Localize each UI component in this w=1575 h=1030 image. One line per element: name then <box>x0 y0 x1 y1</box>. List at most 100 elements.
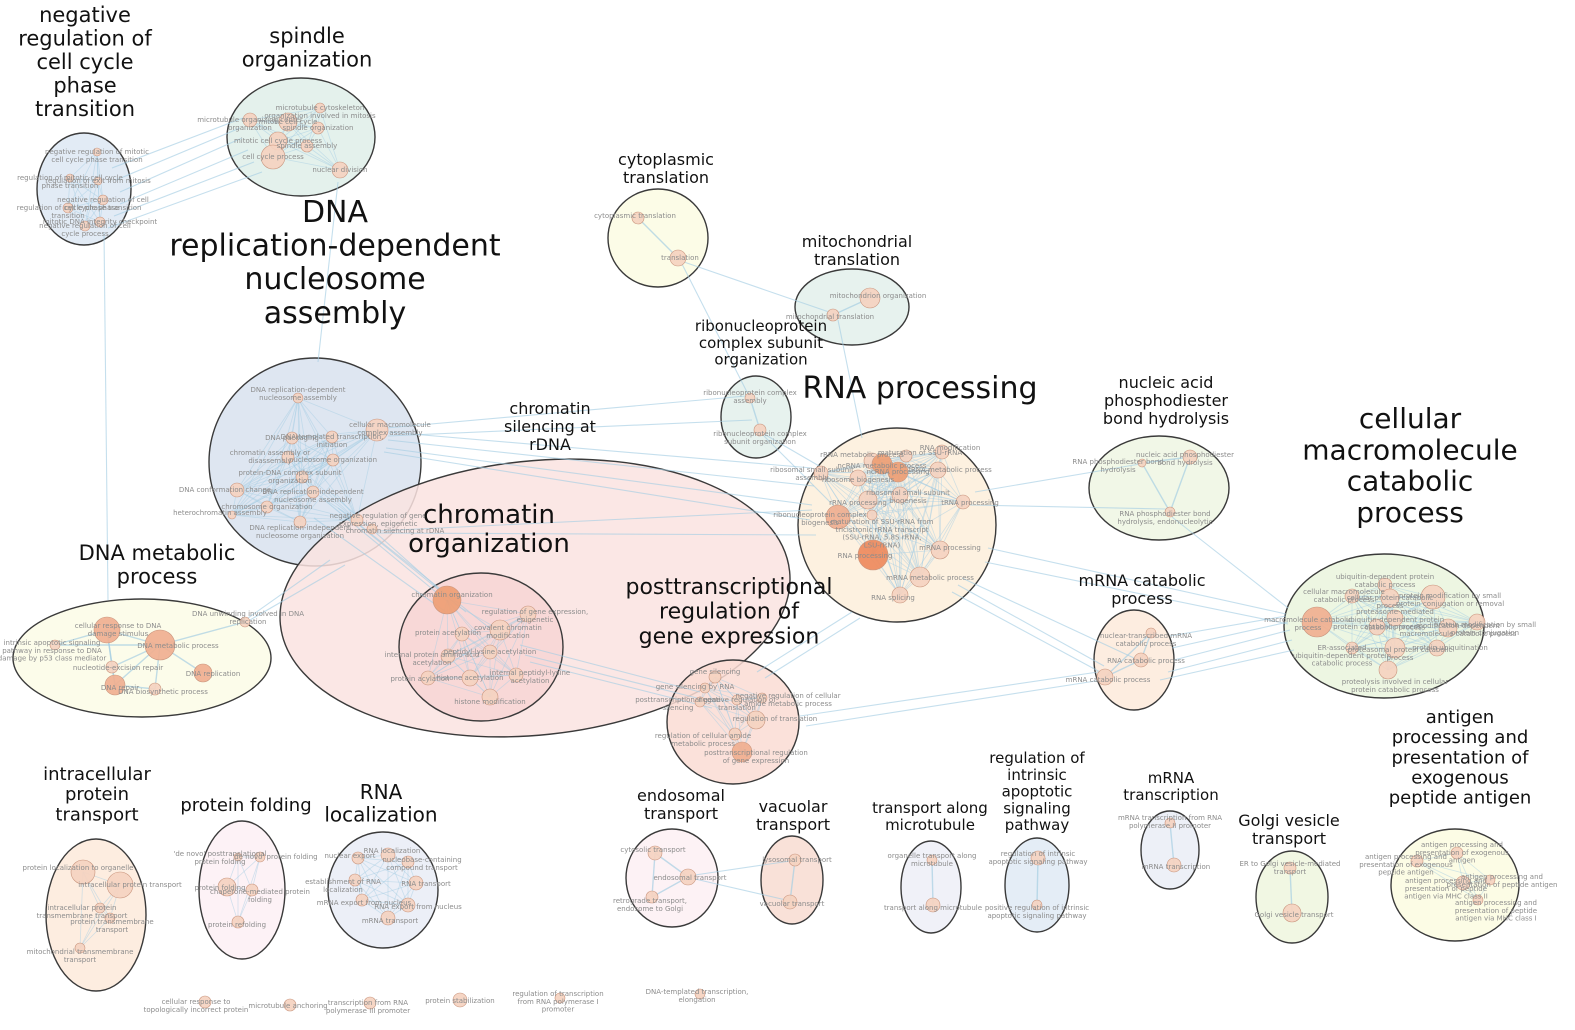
edge <box>871 514 921 578</box>
edge <box>1416 852 1458 862</box>
go-term-node <box>93 616 121 644</box>
go-term-node <box>756 692 768 704</box>
edge <box>899 494 921 578</box>
edge <box>1376 626 1449 629</box>
node-label: rRNA processing <box>829 499 887 507</box>
go-term-node <box>331 161 349 179</box>
edge <box>961 577 1135 659</box>
go-term-node <box>380 910 396 926</box>
go-term-node <box>899 449 913 463</box>
edge <box>312 429 378 493</box>
node-label: regulation of exit from mitosis <box>45 177 151 185</box>
go-term-node <box>104 674 126 696</box>
go-term-node <box>144 629 176 661</box>
edge <box>299 519 358 523</box>
go-term-node <box>93 176 103 186</box>
edge <box>699 701 743 753</box>
go-term-node <box>482 644 498 660</box>
edge <box>897 471 941 551</box>
edge <box>1456 852 1479 901</box>
cluster-mrna-transcription-ellipse <box>1140 810 1200 890</box>
edge <box>354 879 417 884</box>
edge <box>312 491 358 521</box>
go-term-node <box>278 112 298 132</box>
edge <box>764 617 861 679</box>
edge <box>837 469 939 518</box>
edge <box>231 476 303 516</box>
edge <box>704 687 743 753</box>
node-label: mRNA transport <box>362 917 419 925</box>
node-label: mRNA export from nucleus <box>317 899 412 907</box>
go-term-node <box>408 875 424 891</box>
go-term-node <box>1455 875 1471 891</box>
edge <box>111 117 244 169</box>
node-label: chromosome organization <box>221 503 312 511</box>
edge <box>361 899 409 906</box>
edge <box>319 107 341 171</box>
go-term-node <box>669 249 687 267</box>
edge <box>651 852 656 898</box>
go-term-node <box>245 883 259 897</box>
go-term-node <box>1283 861 1297 875</box>
edge <box>805 679 1103 727</box>
edge <box>1169 615 1287 637</box>
go-term-node <box>1368 618 1386 636</box>
edge <box>1159 649 1295 681</box>
go-term-node <box>1301 606 1333 638</box>
node-label: heterochromatin assembly <box>173 509 267 517</box>
go-term-node <box>489 619 511 641</box>
node-label: tRNA metabolic process <box>908 466 992 474</box>
go-term-node <box>1410 854 1424 868</box>
edge <box>266 397 299 508</box>
edge <box>899 494 941 551</box>
go-term-node <box>645 890 659 904</box>
edge <box>383 451 811 521</box>
edge <box>524 654 706 701</box>
edge <box>67 180 99 209</box>
edge <box>277 140 341 171</box>
edge <box>354 879 409 906</box>
go-term-node <box>1166 857 1182 873</box>
edge <box>236 397 299 491</box>
edge <box>107 171 263 229</box>
edge <box>1394 621 1478 649</box>
edge <box>704 687 736 735</box>
go-term-node <box>1484 874 1496 886</box>
go-term-node <box>281 450 295 464</box>
edge <box>1173 629 1291 661</box>
go-term-node <box>350 513 364 527</box>
edge <box>354 879 389 919</box>
edge <box>287 121 341 171</box>
go-term-node <box>1420 584 1446 610</box>
edge <box>387 882 417 919</box>
edge <box>984 561 1289 625</box>
edge <box>385 447 813 506</box>
edge <box>1416 860 1464 884</box>
edge <box>704 687 757 721</box>
edge <box>236 456 289 491</box>
edge <box>266 459 334 508</box>
edge <box>385 395 747 429</box>
edge <box>820 455 907 474</box>
edge <box>266 506 358 521</box>
go-term-node <box>782 894 798 910</box>
edge <box>871 501 964 516</box>
edge <box>699 701 757 721</box>
